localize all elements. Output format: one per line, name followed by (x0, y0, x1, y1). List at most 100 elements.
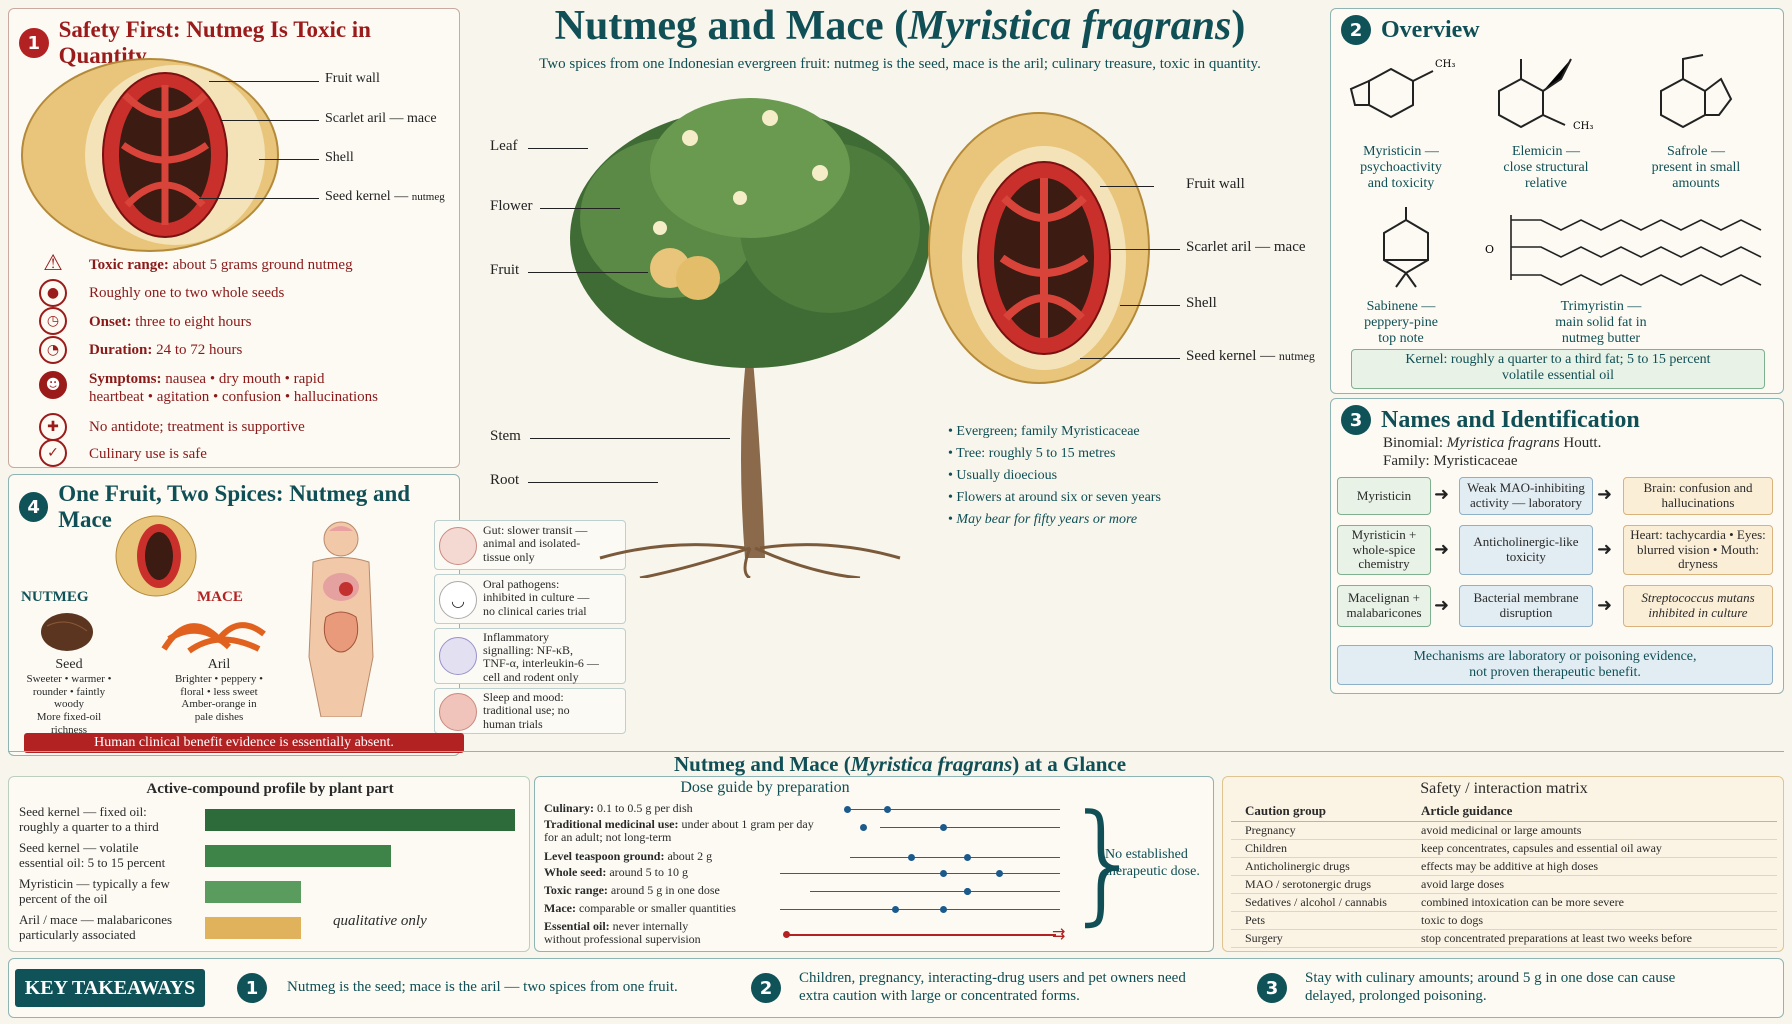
nutmeg-fruit-cross-section (928, 112, 1150, 384)
dose-row-label: Traditional medicinal use: under about 1… (544, 817, 814, 845)
tooth-icon: ◡ (439, 581, 477, 619)
names-title: Names and Identification (1381, 406, 1640, 433)
intestine-icon (439, 527, 477, 565)
safety-panel: 1 Safety First: Nutmeg Is Toxic in Quant… (8, 8, 460, 468)
aril-label-2: Scarlet aril — mace (1186, 239, 1306, 255)
tree-fact: • Flowers at around six or seven years (948, 490, 1161, 505)
tree-fact: • Evergreen; family Myristicaceae (948, 424, 1140, 439)
matrix-title: Safety / interaction matrix (1420, 780, 1588, 797)
nutmeg-seed-icon (41, 613, 93, 651)
dose-range-line (850, 857, 1060, 858)
dose-marker (844, 806, 851, 813)
fruit-wall-label-2: Fruit wall (1186, 176, 1245, 192)
fruit-wall-label: Fruit wall (325, 71, 380, 86)
safety-title: Safety First: Nutmeg Is Toxic in Quantit… (58, 17, 371, 68)
dose-marker (940, 906, 947, 913)
safety-row: Onset: three to eight hours (89, 314, 252, 330)
dose-marker (884, 806, 891, 813)
safety-row: Symptoms: nausea • dry mouth • rapid (89, 371, 325, 387)
dose-marker (964, 854, 971, 861)
dose-marker (908, 854, 915, 861)
mini-fruit-illustration (115, 515, 197, 597)
mech-action: Anticholinergic-like toxicity (1459, 525, 1593, 575)
section-number: 3 (1341, 405, 1371, 435)
mace-aril-icon (161, 622, 266, 654)
nutmeg-label: NUTMEG (21, 589, 89, 605)
dose-row-label: Level teaspoon ground: about 2 g (544, 849, 713, 863)
brace-icon: } (1063, 786, 1146, 938)
profile-bar (205, 881, 301, 903)
takeaway-3: Stay with culinary amounts; around 5 g i… (1305, 970, 1676, 1004)
brain-icon (439, 693, 477, 731)
tree-label-root: Root (490, 472, 520, 488)
takeaway-number: 1 (237, 973, 267, 1003)
dose-range-line (786, 934, 1056, 936)
head-icon: ☻ (39, 371, 67, 399)
tree-label-stem: Stem (490, 428, 521, 444)
section-number: 1 (19, 28, 49, 58)
safety-row: Culinary use is safe (89, 446, 207, 462)
takeaway-number: 2 (751, 973, 781, 1003)
mace-label: MACE (197, 589, 243, 605)
dose-range-line (810, 891, 1060, 892)
shield-check-icon: ✓ (39, 439, 67, 467)
seed-icon: ● (39, 279, 67, 307)
family: Family: Myristicaceae (1383, 453, 1518, 469)
takeaway-2: Children, pregnancy, interacting-drug us… (799, 970, 1186, 1004)
dose-range-line (850, 809, 1060, 810)
mech-effect: Heart: tachycardia • Eyes: blurred visio… (1623, 525, 1773, 575)
tree-label-flower: Flower (490, 198, 533, 214)
tree-fact: • Usually dioecious (948, 468, 1058, 483)
page-title: Nutmeg and Mace (Myristica fragrans) (554, 3, 1246, 49)
section-number: 2 (1341, 15, 1371, 45)
medical-cross-icon: ✚ (39, 413, 67, 441)
profile-bar (205, 917, 301, 939)
glance-title: Nutmeg and Mace (Myristica fragrans) at … (673, 752, 1127, 776)
mech-source: Myristicin + whole-spice chemistry (1337, 525, 1431, 575)
arrow-icon: ➜ (1434, 484, 1450, 505)
arrow-icon: ➜ (1597, 595, 1613, 616)
nutmeg-fruit-illustration (21, 58, 279, 252)
dose-marker (783, 931, 790, 938)
tree-fact: • May bear for fifty years or more (948, 512, 1138, 527)
dose-panel: Dose guide by preparation } No establish… (534, 776, 1214, 952)
profile-panel: Active-compound profile by plant part Se… (8, 776, 530, 952)
dose-marker (860, 824, 867, 831)
warning-icon: ⚠ (43, 250, 63, 276)
shell-label-2: Shell (1186, 295, 1217, 311)
tree-label-fruit: Fruit (490, 262, 520, 278)
names-panel: 3 Names and Identification Binomial: Myr… (1330, 398, 1784, 694)
svg-text:CH₃: CH₃ (1573, 121, 1593, 132)
profile-bar (205, 845, 391, 867)
takeaway-number: 3 (1257, 973, 1287, 1003)
dose-range-line (780, 873, 1060, 874)
shell-label: Shell (325, 150, 354, 165)
trimyristin-structure: O (1485, 215, 1762, 286)
page-subtitle: Two spices from one Indonesian evergreen… (539, 56, 1261, 72)
kernel-note: Kernel: roughly a quarter to a third fat… (1351, 349, 1765, 389)
mech-action: Bacterial membrane disruption (1459, 585, 1593, 627)
dose-range-line (880, 827, 1060, 828)
svg-text:O: O (1485, 243, 1494, 256)
dose-marker (996, 870, 1003, 877)
tree-label-leaf: Leaf (490, 138, 518, 154)
clock-icon: ◷ (39, 307, 67, 335)
safety-row: Toxic range: about 5 grams ground nutmeg (89, 257, 353, 273)
spices-panel: 4 One Fruit, Two Spices: Nutmeg and Mace… (8, 474, 460, 756)
human-body-illustration (308, 521, 374, 717)
takeaway-1: Nutmeg is the seed; mace is the aril — t… (287, 979, 678, 995)
arrow-icon: ➜ (1434, 595, 1450, 616)
dose-row-label: Whole seed: around 5 to 10 g (544, 865, 688, 879)
qualitative-note: qualitative only (333, 913, 427, 929)
mech-source: Myristicin (1337, 477, 1431, 515)
tree-fact: • Tree: roughly 5 to 15 metres (948, 446, 1116, 461)
